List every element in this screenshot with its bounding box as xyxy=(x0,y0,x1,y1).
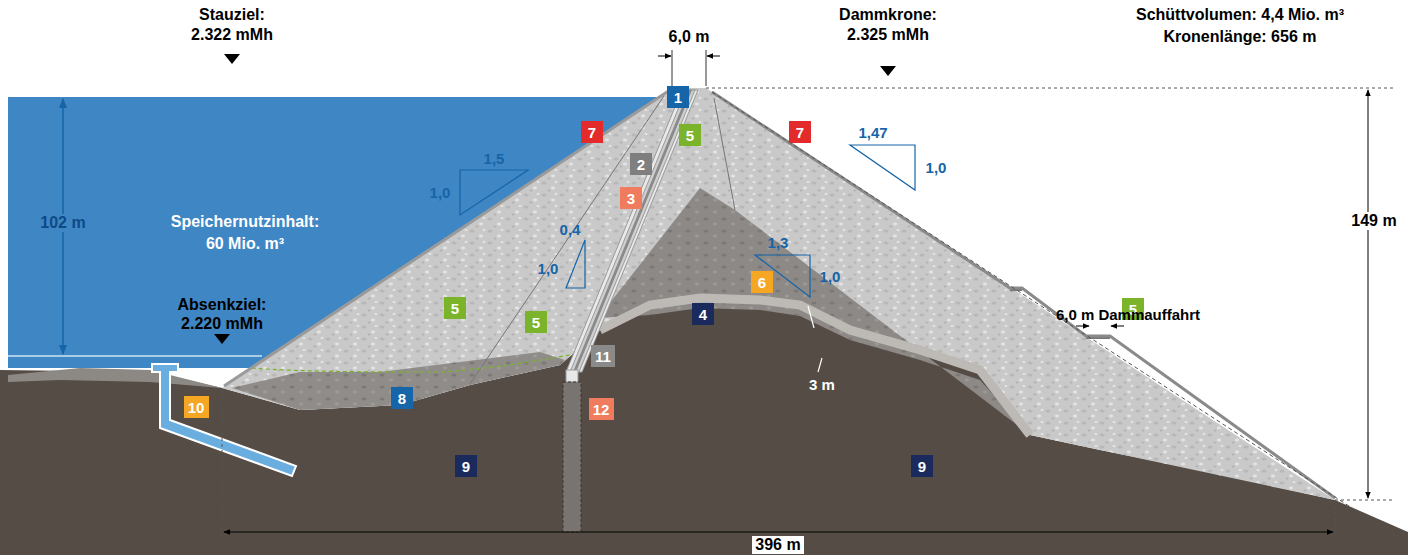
callout-number: 12 xyxy=(589,398,614,420)
inspection-gallery xyxy=(566,370,578,382)
upstream-zone-8-texture xyxy=(232,352,565,410)
layer-dimension: 3 m xyxy=(809,376,835,393)
callout-number: 1 xyxy=(667,86,689,108)
length-note: Kronenlänge: 656 m xyxy=(1164,28,1317,46)
transition-zone-4 xyxy=(600,298,1030,435)
core-1 xyxy=(573,90,692,372)
seepage-line xyxy=(252,355,570,372)
callout-number: 9 xyxy=(911,455,933,477)
slope-ratio: 0,4 xyxy=(560,221,581,238)
callout-text: 3 xyxy=(627,191,635,206)
layer-arrow xyxy=(818,358,822,372)
callout-number: 6 xyxy=(751,271,773,293)
level-value: 2.322 mMh xyxy=(191,26,273,44)
ramp-dimension: 6,0 m Dammauffahrt xyxy=(1056,306,1200,323)
callout-text: 5 xyxy=(532,315,540,330)
upstream-face-edge xyxy=(224,90,670,386)
width-arrow xyxy=(224,532,1333,533)
callout-text: 5 xyxy=(686,128,694,143)
level-value: 2.220 mMh xyxy=(181,315,263,333)
height-arrow xyxy=(1368,90,1369,498)
callout-text: 4 xyxy=(699,307,707,322)
callout-text: 10 xyxy=(188,400,205,415)
slope-ratio: 1,0 xyxy=(538,260,559,277)
callout-number: 5 xyxy=(525,311,547,333)
dimension: 149 m xyxy=(1348,212,1399,230)
level-marker xyxy=(214,54,896,344)
callout-number: 3 xyxy=(620,187,642,209)
callout-number: 9 xyxy=(455,455,477,477)
downstream-zone-6 xyxy=(598,188,1030,435)
dimension: 102 m xyxy=(37,214,88,232)
callout-text: 7 xyxy=(588,125,596,140)
slope-extension xyxy=(712,92,1395,536)
level-title: Absenkziel: xyxy=(178,296,267,314)
storage-value: 60 Mio. m³ xyxy=(206,235,284,253)
callout-text: 9 xyxy=(462,459,470,474)
ramp-width-arrow xyxy=(1111,326,1124,327)
level-title: Dammkrone: xyxy=(839,6,937,24)
callout-text: 8 xyxy=(398,391,406,406)
crest-width-ticks xyxy=(672,50,706,86)
callout-number: 2 xyxy=(630,153,652,175)
drawdown-level xyxy=(8,355,262,357)
slope-ratio: 1,0 xyxy=(926,159,947,176)
upstream-zone-8 xyxy=(232,352,565,410)
crest-width-arrow xyxy=(658,56,671,57)
grout-curtain xyxy=(563,382,581,532)
dam-shell-texture xyxy=(222,88,1335,500)
downstream-zone-6-texture xyxy=(598,188,1030,435)
zone-boundary xyxy=(470,96,735,384)
callout-text: 6 xyxy=(758,275,766,290)
slope-ratio: 1,5 xyxy=(484,150,505,167)
crest-width-arrow xyxy=(707,56,720,57)
callout-number: 11 xyxy=(591,345,615,367)
callout-number: 7 xyxy=(789,121,811,143)
callout-text: 5 xyxy=(451,301,459,316)
callout-number: 5 xyxy=(444,297,466,319)
callout-text: 2 xyxy=(637,157,645,172)
layer-arrow xyxy=(808,306,814,328)
upstream-sediment xyxy=(8,368,222,388)
callout-number: 8 xyxy=(391,387,413,409)
callout-number: 7 xyxy=(581,121,603,143)
level-marker-lines xyxy=(222,68,242,76)
slope-triangle xyxy=(460,145,915,297)
slope-ratio: 1,47 xyxy=(858,124,887,141)
ramp-width-arrow xyxy=(1076,326,1089,327)
slope-ratio: 1,3 xyxy=(768,234,789,251)
dimension: 396 m xyxy=(752,536,803,554)
level-value: 2.325 mMh xyxy=(847,26,929,44)
callout-text: 7 xyxy=(796,125,804,140)
storage-title: Speichernutzinhalt: xyxy=(171,213,319,231)
callout-text: 12 xyxy=(593,402,610,417)
callout-text: 11 xyxy=(595,349,611,364)
slope-ratio: 1,0 xyxy=(820,268,841,285)
dimension: 6,0 m xyxy=(669,28,710,46)
slope-ratio: 1,0 xyxy=(430,184,451,201)
dam-shell xyxy=(222,88,1335,500)
callout-text: 1 xyxy=(674,90,682,105)
callout-number: 10 xyxy=(184,396,209,418)
callout-number: 4 xyxy=(692,303,714,325)
volume-note: Schüttvolumen: 4,4 Mio. m³ xyxy=(1136,6,1344,24)
callout-text: 9 xyxy=(918,459,926,474)
callout-number: 5 xyxy=(679,124,701,146)
core-filter-2 xyxy=(570,90,695,372)
level-title: Stauziel: xyxy=(199,6,265,24)
